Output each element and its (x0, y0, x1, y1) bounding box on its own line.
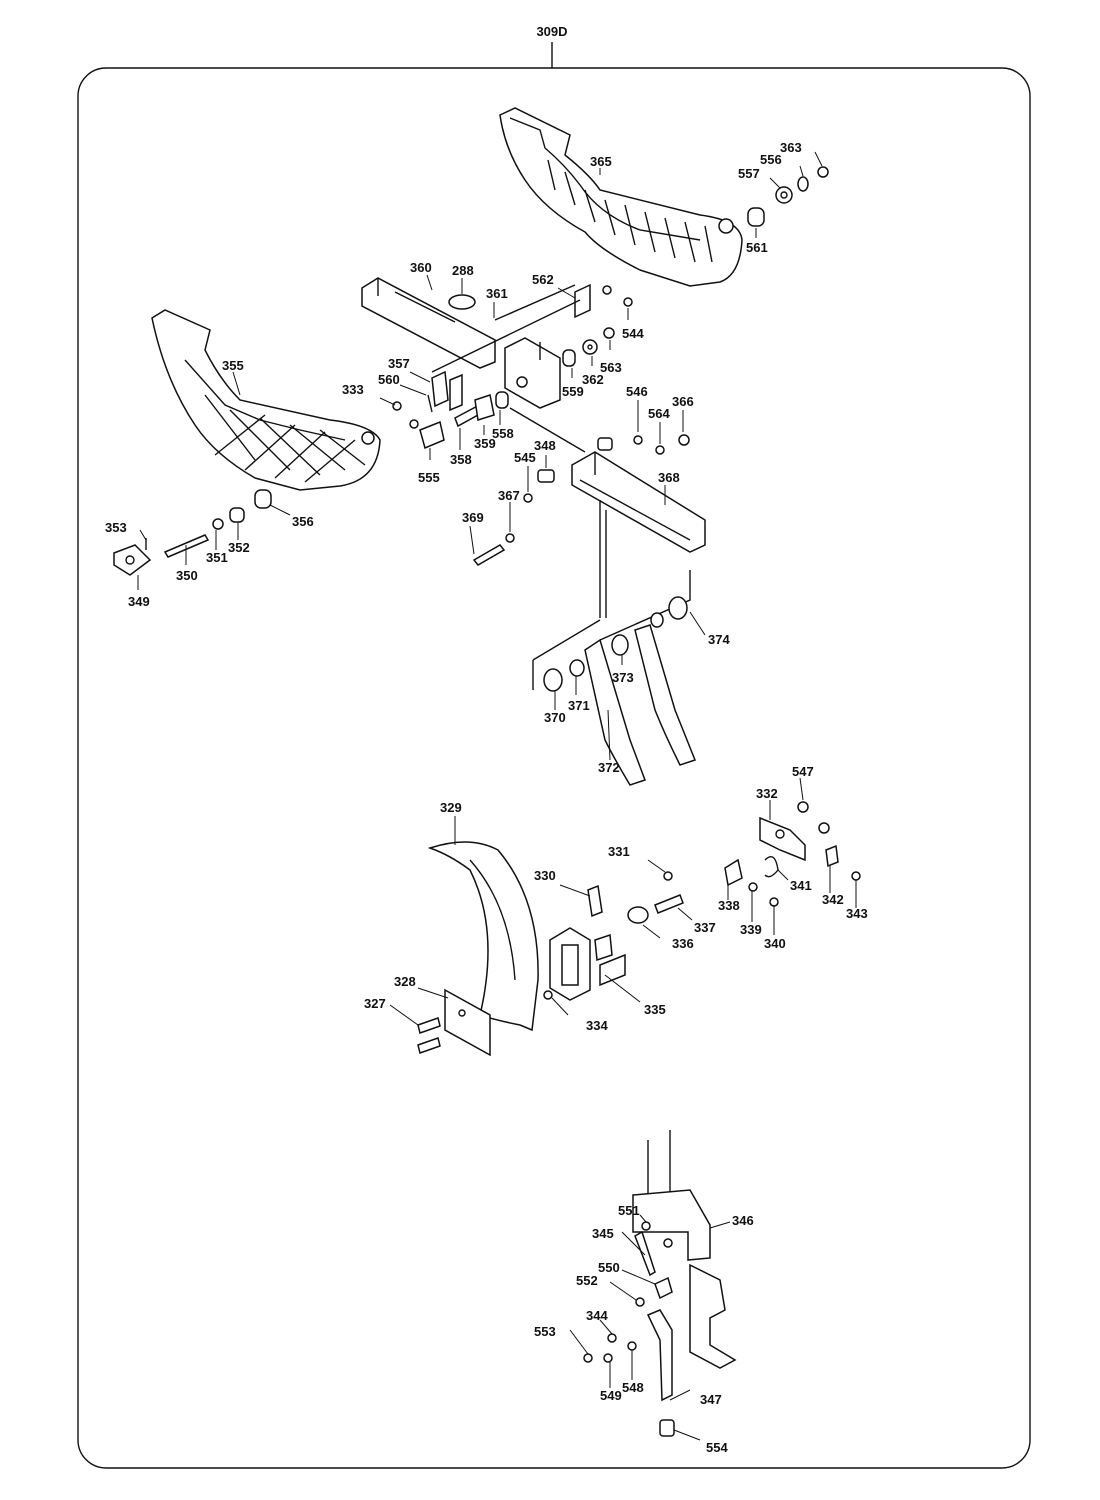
label-348: 348 (534, 438, 556, 453)
label-334: 334 (586, 1018, 608, 1033)
diagram-title: 309D (536, 24, 567, 39)
label-562: 562 (532, 272, 554, 287)
label-372: 372 (598, 760, 620, 775)
riving-knife-329 (427, 841, 539, 1032)
label-373: 373 (612, 670, 634, 685)
label-555: 555 (418, 470, 440, 485)
bracket-332-hardware (724, 801, 861, 907)
label-554: 554 (706, 1440, 728, 1455)
label-549: 549 (600, 1388, 622, 1403)
label-357: 357 (388, 356, 410, 371)
label-350: 350 (176, 568, 198, 583)
leader-lines (137, 151, 857, 1441)
label-345: 345 (592, 1226, 614, 1241)
spreader-arm-360 (361, 277, 576, 369)
label-365: 365 (590, 154, 612, 169)
label-374: 374 (708, 632, 730, 647)
label-563: 563 (600, 360, 622, 375)
label-335: 335 (644, 1002, 666, 1017)
label-559: 559 (562, 384, 584, 399)
label-558: 558 (492, 426, 514, 441)
label-360: 360 (410, 260, 432, 275)
label-561: 561 (746, 240, 768, 255)
label-352: 352 (228, 540, 250, 555)
label-552: 552 (576, 1273, 598, 1288)
left-guard-355 (151, 309, 381, 491)
label-370: 370 (544, 710, 566, 725)
label-353: 353 (105, 520, 127, 535)
right-guard-365 (499, 107, 743, 287)
bracket-346 (583, 1130, 737, 1437)
pivot-parts (113, 489, 272, 576)
label-340: 340 (764, 936, 786, 951)
label-330: 330 (534, 868, 556, 883)
label-327: 327 (364, 996, 386, 1011)
label-550: 550 (598, 1260, 620, 1275)
label-351: 351 (206, 550, 228, 565)
guard-hardware-left (392, 299, 581, 450)
label-344: 344 (586, 1308, 608, 1323)
label-548: 548 (622, 1380, 644, 1395)
label-333: 333 (342, 382, 364, 397)
label-547: 547 (792, 764, 814, 779)
label-356: 356 (292, 514, 314, 529)
label-339: 339 (740, 922, 762, 937)
label-366: 366 (672, 394, 694, 409)
label-359: 359 (474, 436, 496, 451)
label-546: 546 (626, 384, 648, 399)
label-358: 358 (450, 452, 472, 467)
label-564: 564 (648, 406, 670, 421)
label-338: 338 (718, 898, 740, 913)
label-362: 362 (582, 372, 604, 387)
label-560: 560 (378, 372, 400, 387)
label-369: 369 (462, 510, 484, 525)
label-328: 328 (394, 974, 416, 989)
label-331: 331 (608, 844, 630, 859)
label-371: 371 (568, 698, 590, 713)
label-556: 556 (760, 152, 782, 167)
label-332: 332 (756, 786, 778, 801)
label-346: 346 (732, 1213, 754, 1228)
label-337: 337 (694, 920, 716, 935)
label-361: 361 (486, 286, 508, 301)
label-336: 336 (672, 936, 694, 951)
center-bracket (504, 327, 615, 409)
label-544: 544 (622, 326, 644, 341)
label-553: 553 (534, 1324, 556, 1339)
riving-knife-hardware (417, 871, 684, 1057)
label-363: 363 (780, 140, 802, 155)
label-343: 343 (846, 906, 868, 921)
label-349: 349 (128, 594, 150, 609)
label-545: 545 (514, 450, 536, 465)
label-329: 329 (440, 800, 462, 815)
label-367: 367 (498, 488, 520, 503)
label-551: 551 (618, 1203, 640, 1218)
diagram-frame (77, 67, 1031, 1469)
label-342: 342 (822, 892, 844, 907)
label-341: 341 (790, 878, 812, 893)
label-368: 368 (658, 470, 680, 485)
label-288: 288 (452, 263, 474, 278)
part-labels: 365 363 556 557 561 360 288 361 562 544 … (105, 140, 868, 1455)
anti-kickback-pawls (532, 500, 696, 786)
label-557: 557 (738, 166, 760, 181)
label-355: 355 (222, 358, 244, 373)
label-347: 347 (700, 1392, 722, 1407)
rail-368 (472, 407, 706, 566)
guard-hardware-top (574, 166, 829, 319)
